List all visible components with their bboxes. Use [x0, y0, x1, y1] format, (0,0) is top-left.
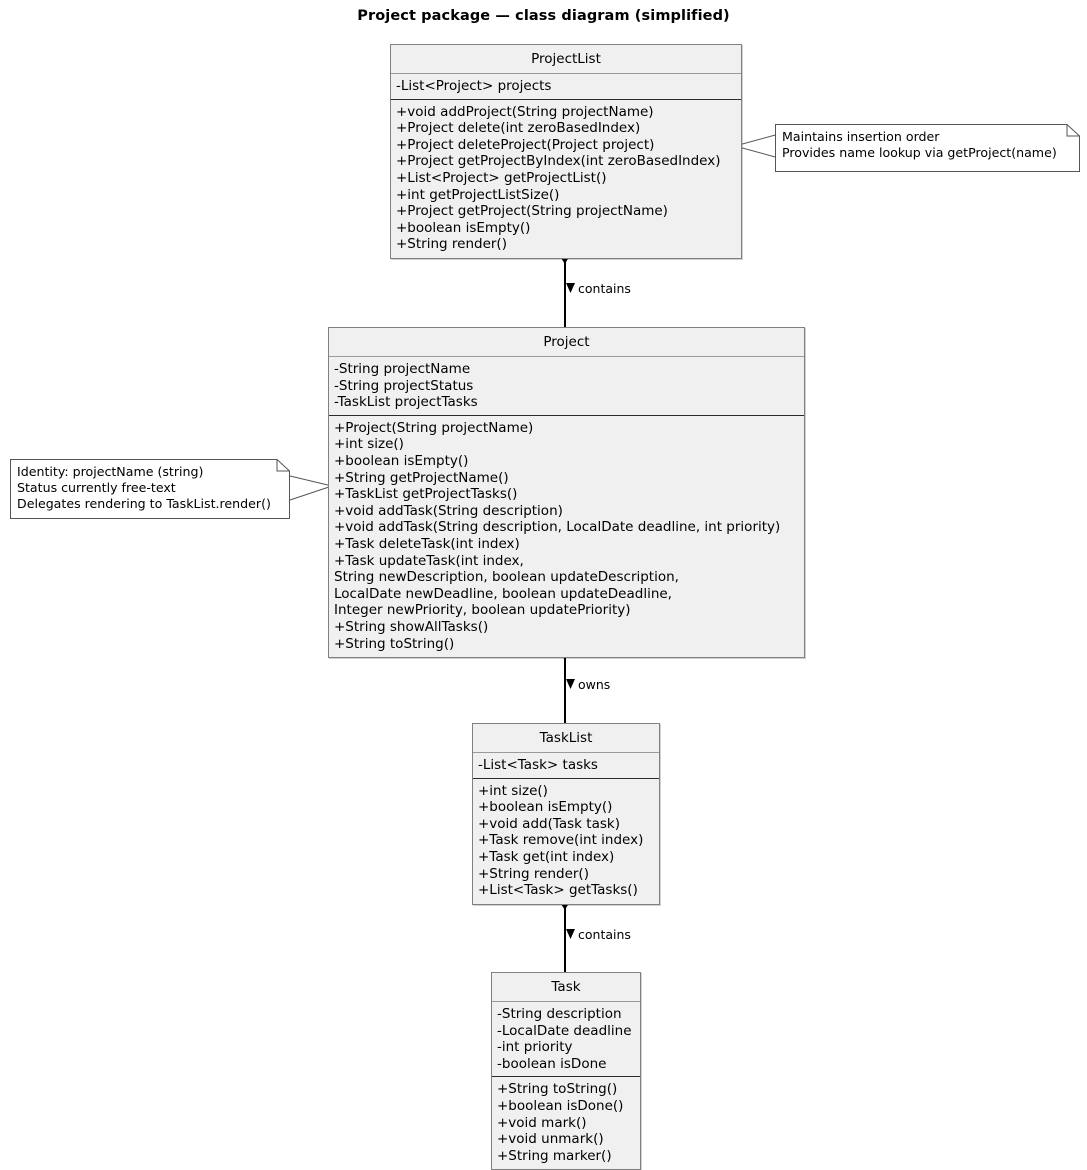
class-attributes-tasklist: -List<Task> tasks	[473, 753, 659, 779]
page-title: Project package — class diagram (simplif…	[357, 8, 730, 24]
operation-row: +void mark()	[497, 1114, 587, 1131]
relationship-label-owns: owns	[578, 677, 611, 692]
operation-row: +String render()	[478, 865, 589, 882]
operation-row: +TaskList getProjectTasks()	[334, 486, 518, 503]
relationship-label-contains-2: contains	[578, 927, 631, 942]
attribute-row: -List<Project> projects	[396, 78, 552, 94]
attribute-row: -String projectStatus	[334, 377, 474, 394]
operation-row: +boolean isDone()	[497, 1097, 624, 1114]
class-operations-project: +Project(String projectName) +int size()…	[329, 416, 804, 657]
attribute-row: -boolean isDone	[497, 1055, 607, 1072]
operation-row: +boolean isEmpty()	[396, 219, 531, 236]
uml-note-project[interactable]: Identity: projectName (string) Status cu…	[10, 459, 290, 519]
note-line: Status currently free-text	[17, 480, 176, 496]
note-shape-icon	[10, 459, 290, 519]
operation-row: +void addProject(String projectName)	[396, 103, 654, 120]
class-name-tasklist: TaskList	[473, 724, 659, 753]
class-name-task: Task	[492, 973, 640, 1002]
operation-row: +List<Project> getProjectList()	[396, 169, 607, 186]
attribute-row: -LocalDate deadline	[497, 1022, 632, 1039]
class-attributes-project: -String projectName -String projectStatu…	[329, 357, 804, 416]
operation-row: +int size()	[334, 436, 404, 453]
operation-row: +Task remove(int index)	[478, 832, 644, 849]
operation-row: +List<Task> getTasks()	[478, 882, 638, 899]
uml-class-tasklist[interactable]: TaskList -List<Task> tasks +int size() +…	[472, 723, 660, 905]
note-line: Maintains insertion order	[782, 129, 940, 144]
uml-class-task[interactable]: Task -String description -LocalDate dead…	[491, 972, 641, 1170]
operation-row: +Project(String projectName)	[334, 419, 534, 436]
operation-row: +void addTask(String description, LocalD…	[334, 519, 781, 536]
attribute-row: -String projectName	[334, 361, 471, 377]
relationship-arrow-contains-1	[566, 283, 575, 293]
operation-row: LocalDate newDeadline, boolean updateDea…	[334, 585, 672, 602]
operation-row: +String showAllTasks()	[334, 618, 489, 635]
operation-row: +String toString()	[497, 1081, 618, 1098]
note-text-project: Identity: projectName (string) Status cu…	[17, 464, 282, 513]
operation-row: +String render()	[396, 236, 507, 253]
relationship-line-owns-project-tasklist	[564, 648, 566, 723]
operation-row: +String toString()	[334, 635, 455, 652]
note-line: Identity: projectName (string)	[17, 464, 204, 479]
note-line: Delegates rendering to TaskList.render()	[17, 496, 271, 512]
operation-row: +Project getProject(String projectName)	[396, 203, 668, 220]
operation-row: +String getProjectName()	[334, 469, 509, 486]
attribute-row: -int priority	[497, 1039, 573, 1056]
note-connector-project	[289, 475, 333, 501]
relationship-line-contains-projectlist-project	[564, 252, 566, 327]
operation-row: +int getProjectListSize()	[396, 186, 560, 203]
attribute-row: -String description	[497, 1006, 622, 1022]
relationship-line-contains-tasklist-task	[564, 898, 566, 972]
note-line: Provides name lookup via getProject(name…	[782, 145, 1057, 161]
class-name-projectlist: ProjectList	[391, 45, 741, 74]
class-name-project: Project	[329, 328, 804, 357]
class-operations-task: +String toString() +boolean isDone() +vo…	[492, 1077, 640, 1169]
operation-row: +int size()	[478, 782, 548, 799]
operation-row: +Project getProjectByIndex(int zeroBased…	[396, 153, 721, 170]
operation-row: +boolean isEmpty()	[334, 452, 469, 469]
class-operations-projectlist: +void addProject(String projectName) +Pr…	[391, 100, 741, 258]
relationship-arrow-contains-2	[566, 929, 575, 939]
relationship-label-contains-1: contains	[578, 281, 631, 296]
operation-row: +String marker()	[497, 1147, 612, 1164]
uml-note-projectlist[interactable]: Maintains insertion order Provides name …	[775, 124, 1080, 172]
attribute-row: -List<Task> tasks	[478, 757, 598, 773]
operation-row: +Task updateTask(int index,	[334, 552, 524, 569]
uml-class-projectlist[interactable]: ProjectList -List<Project> projects +voi…	[390, 44, 742, 259]
class-attributes-task: -String description -LocalDate deadline …	[492, 1002, 640, 1078]
operation-row: +Project deleteProject(Project project)	[396, 136, 655, 153]
operation-row: +void add(Task task)	[478, 815, 620, 832]
note-connector-projectlist	[735, 133, 780, 159]
operation-row: Integer newPriority, boolean updatePrior…	[334, 602, 631, 619]
note-shape-icon	[775, 124, 1080, 172]
operation-row: +Task get(int index)	[478, 848, 615, 865]
operation-row: +Project delete(int zeroBasedIndex)	[396, 120, 641, 137]
operation-row: +Task deleteTask(int index)	[334, 535, 520, 552]
class-attributes-projectlist: -List<Project> projects	[391, 74, 741, 100]
operation-row: +void addTask(String description)	[334, 502, 563, 519]
class-operations-tasklist: +int size() +boolean isEmpty() +void add…	[473, 779, 659, 904]
operation-row: +boolean isEmpty()	[478, 799, 613, 816]
operation-row: String newDescription, boolean updateDes…	[334, 569, 679, 586]
operation-row: +void unmark()	[497, 1131, 604, 1148]
uml-class-project[interactable]: Project -String projectName -String proj…	[328, 327, 805, 659]
note-text-projectlist: Maintains insertion order Provides name …	[782, 129, 1072, 161]
relationship-arrow-owns	[566, 679, 575, 689]
attribute-row: -TaskList projectTasks	[334, 394, 478, 411]
